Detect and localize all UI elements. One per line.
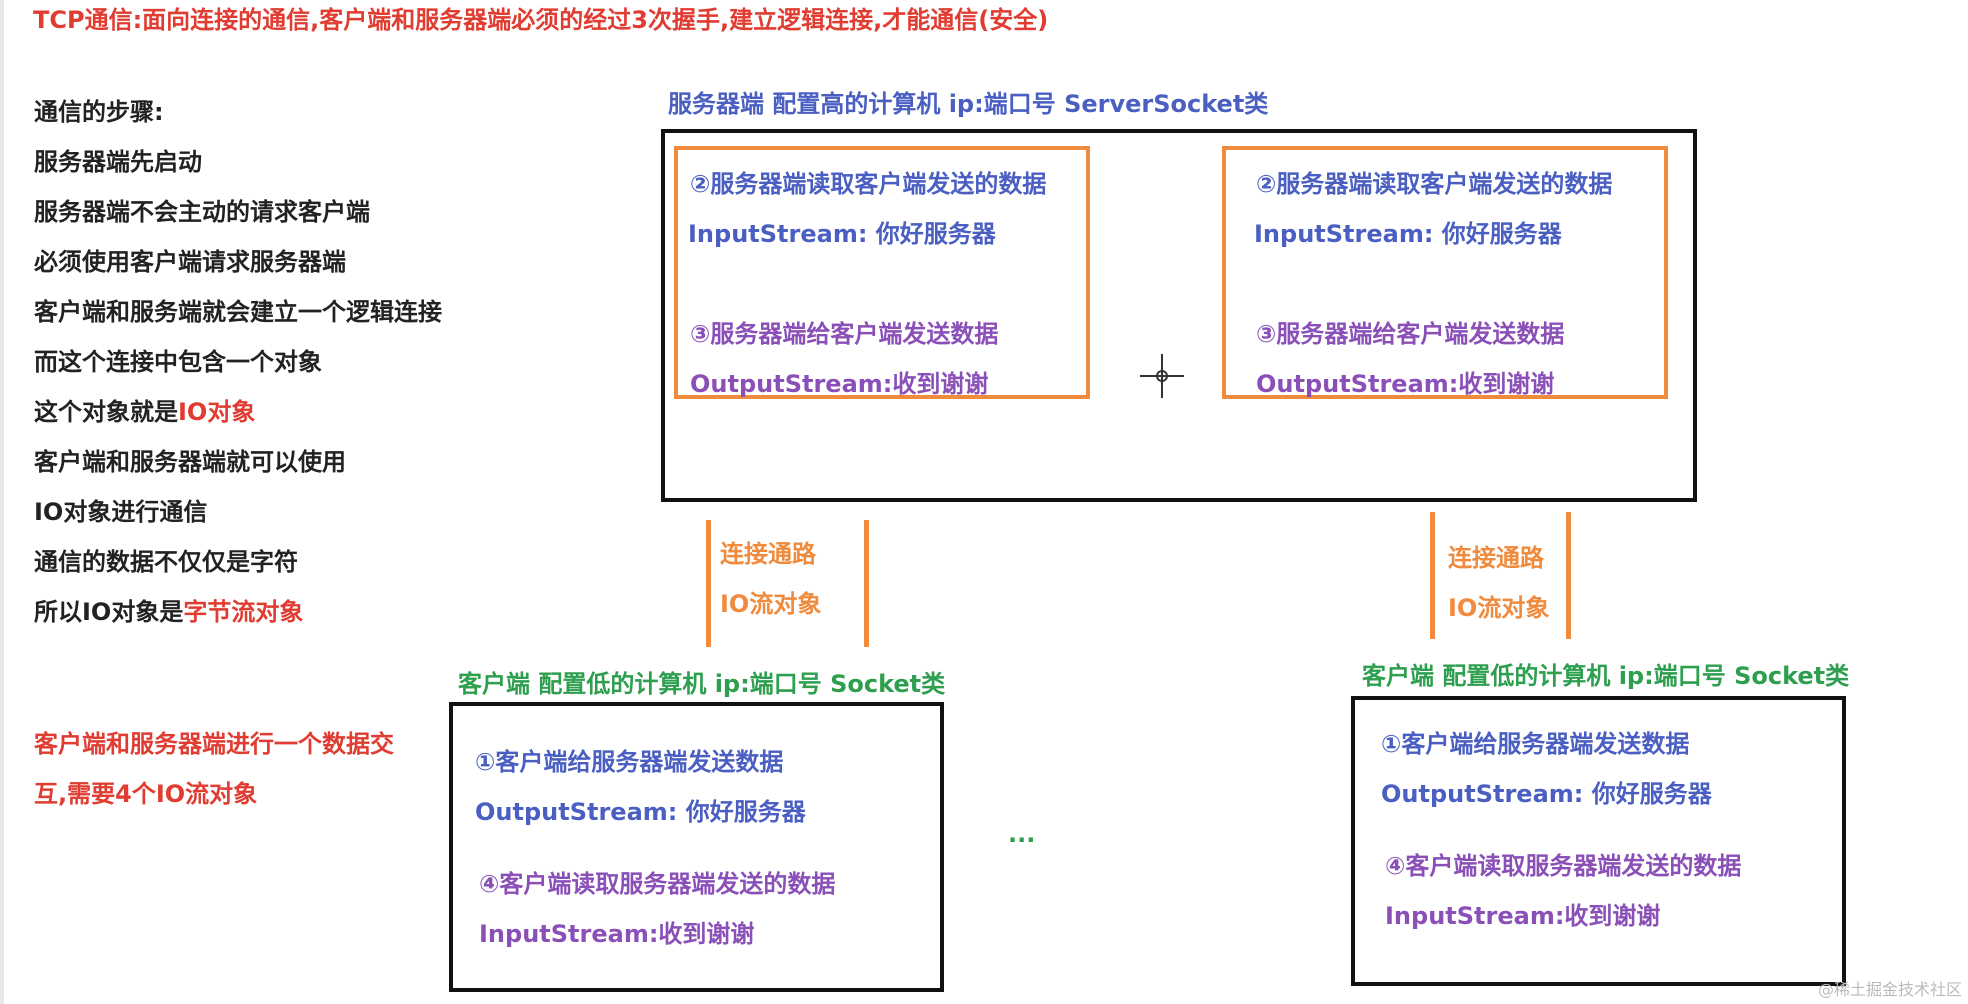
client-read-step: ④客户端读取服务器端发送的数据 bbox=[1385, 852, 1742, 880]
channel-line-left bbox=[1430, 512, 1435, 639]
note-line: 互,需要4个IO流对象 bbox=[34, 780, 258, 808]
step-line-prefix: 这个对象就是 bbox=[34, 398, 178, 426]
channel-label: 连接通路 bbox=[1448, 544, 1544, 572]
client-send-step: ①客户端给服务器端发送数据 bbox=[1381, 730, 1690, 758]
note-line: 客户端和服务器端进行一个数据交 bbox=[34, 730, 394, 758]
step-line: 所以IO对象是字节流对象 bbox=[34, 594, 442, 644]
server-panel-left: ②服务器端读取客户端发送的数据 InputStream: 你好服务器 ③服务器端… bbox=[674, 146, 1090, 399]
steps-list: 通信的步骤: 服务器端先启动 服务器端不会主动的请求客户端 必须使用客户端请求服… bbox=[34, 94, 442, 644]
step-line: 客户端和服务端就会建立一个逻辑连接 bbox=[34, 298, 442, 326]
step-line: 客户端和服务器端就可以使用 bbox=[34, 448, 346, 476]
channel-line-left bbox=[706, 520, 711, 647]
client-output-stream: OutputStream: 你好服务器 bbox=[475, 798, 806, 826]
server-send-step: ③服务器端给客户端发送数据 bbox=[690, 320, 999, 348]
step-line-prefix: 所以IO对象是 bbox=[34, 598, 184, 626]
step-line: IO对象进行通信 bbox=[34, 498, 208, 526]
client-label: 客户端 配置低的计算机 ip:端口号 Socket类 bbox=[458, 670, 946, 698]
channel-label: 连接通路 bbox=[720, 540, 816, 568]
watermark: @稀土掘金技术社区 bbox=[1817, 980, 1962, 999]
step-line: 必须使用客户端请求服务器端 bbox=[34, 248, 346, 276]
server-read-step: ②服务器端读取客户端发送的数据 bbox=[690, 170, 1047, 198]
server-label: 服务器端 配置高的计算机 ip:端口号 ServerSocket类 bbox=[668, 90, 1269, 118]
step-line: 这个对象就是IO对象 bbox=[34, 394, 442, 444]
server-panel-right: ②服务器端读取客户端发送的数据 InputStream: 你好服务器 ③服务器端… bbox=[1222, 146, 1668, 399]
step-line: 而这个连接中包含一个对象 bbox=[34, 348, 322, 376]
steps-heading: 通信的步骤: bbox=[34, 98, 164, 126]
server-input-stream: InputStream: 你好服务器 bbox=[1254, 220, 1562, 248]
exchange-note: 客户端和服务器端进行一个数据交 互,需要4个IO流对象 bbox=[34, 726, 394, 826]
step-line: 通信的数据不仅仅是字符 bbox=[34, 548, 298, 576]
client-box-left: ①客户端给服务器端发送数据 OutputStream: 你好服务器 ④客户端读取… bbox=[449, 702, 944, 992]
client-input-stream: InputStream:收到谢谢 bbox=[1385, 902, 1661, 930]
server-output-stream: OutputStream:收到谢谢 bbox=[1256, 370, 1555, 398]
step-highlight: IO对象 bbox=[178, 398, 256, 426]
left-edge-strip bbox=[0, 0, 4, 1004]
ellipsis: ... bbox=[1008, 820, 1036, 848]
page-title: TCP通信:面向连接的通信,客户端和服务器端必须的经过3次握手,建立逻辑连接,才… bbox=[33, 6, 1049, 34]
channel-line-right bbox=[864, 520, 869, 647]
server-box bbox=[661, 129, 1697, 502]
client-input-stream: InputStream:收到谢谢 bbox=[479, 920, 755, 948]
client-box-right: ①客户端给服务器端发送数据 OutputStream: 你好服务器 ④客户端读取… bbox=[1351, 696, 1846, 986]
client-output-stream: OutputStream: 你好服务器 bbox=[1381, 780, 1712, 808]
channel-label: IO流对象 bbox=[1448, 594, 1550, 622]
client-label: 客户端 配置低的计算机 ip:端口号 Socket类 bbox=[1362, 662, 1850, 690]
step-highlight: 字节流对象 bbox=[183, 598, 304, 626]
client-read-step: ④客户端读取服务器端发送的数据 bbox=[479, 870, 836, 898]
server-send-step: ③服务器端给客户端发送数据 bbox=[1256, 320, 1565, 348]
channel-line-right bbox=[1566, 512, 1571, 639]
step-line: 服务器端先启动 bbox=[34, 148, 202, 176]
server-input-stream: InputStream: 你好服务器 bbox=[688, 220, 996, 248]
step-line: 服务器端不会主动的请求客户端 bbox=[34, 198, 370, 226]
client-send-step: ①客户端给服务器端发送数据 bbox=[475, 748, 784, 776]
server-output-stream: OutputStream:收到谢谢 bbox=[690, 370, 989, 398]
channel-label: IO流对象 bbox=[720, 590, 822, 618]
server-read-step: ②服务器端读取客户端发送的数据 bbox=[1256, 170, 1613, 198]
crosshair-icon bbox=[1140, 354, 1184, 398]
